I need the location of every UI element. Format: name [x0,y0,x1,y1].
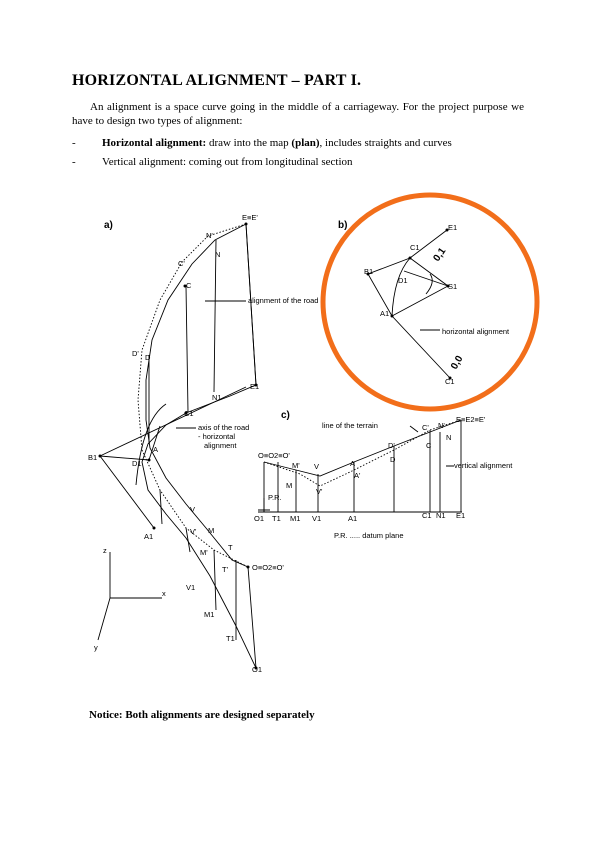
label-c-datum-plane: P.R. ..... datum plane [334,531,404,540]
term-horizontal: Horizontal alignment: [102,137,207,149]
panel-b-tag: b) [338,220,347,231]
label-T1: T1 [226,634,235,643]
label-axis-3: alignment [204,441,237,450]
panel-a-tag: a) [104,220,113,231]
label-A: A [153,445,158,454]
label-c-A: A [350,459,355,468]
label-c-N-prime: N' [438,421,445,430]
page-title: HORIZONTAL ALIGNMENT – PART I. [72,72,362,89]
alignment-figure: a) E≡E' N' N C' C alignment of the road … [88,192,540,674]
label-b-horizontal-alignment: horizontal alignment [442,327,510,336]
label-c-D-prime: D' [388,441,395,450]
label-V-prime: V' [190,527,197,536]
label-c-N1: N1 [436,511,446,520]
label-c-N: N [446,433,451,442]
label-C: C [186,281,192,290]
label-T: T [228,543,233,552]
label-c-C1: C1 [422,511,432,520]
panel-b-diagram: b) E1 C1 0,1 B1 D1 S1 A1 horizontal alig… [320,192,540,412]
label-c-M1: M1 [290,514,300,523]
label-b-S1: S1 [448,282,457,291]
notice-text: Notice: Both alignments are designed sep… [89,709,315,721]
term-plan: (plan) [291,137,320,149]
label-c-M: M [286,481,292,490]
label-T-prime: T' [222,565,229,574]
label-c-vertical-alignment: vertical alignment [454,461,513,470]
label-N-prime: N' [206,231,213,240]
label-b-B1: B1 [364,267,373,276]
label-D: D [145,353,151,362]
label-c-PR: P.R. [268,493,282,502]
list-item-mid: draw into the map [206,137,292,149]
label-c-C: C [426,441,432,450]
label-M: M [208,526,214,535]
label-A1: A1 [144,532,153,541]
label-D1: D1 [132,459,142,468]
label-C1: C1 [184,409,194,418]
label-V: V [190,505,195,514]
panel-c-tag: c) [281,410,290,421]
alignment-types-list: - Horizontal alignment: draw into the ma… [72,134,532,172]
highlight-ring [320,192,540,412]
label-b-r00: 0,0 [449,354,466,372]
panel-c-diagram: c) line of the terrain E≡E2≡E' C' N' N C… [254,410,513,540]
label-axis-1: axis of the road [198,423,249,432]
label-N1: N1 [212,393,222,402]
label-N: N [215,250,220,259]
label-c-E: E≡E2≡E' [456,415,486,424]
label-C-prime: C' [178,259,185,268]
label-c-O: O≡O2≡O' [258,451,290,460]
list-dash: - [72,137,76,149]
label-c-V-prime: V' [316,487,323,496]
label-axis-y: y [94,643,98,652]
label-E: E≡E' [242,213,258,222]
label-B1: B1 [88,453,97,462]
label-axis-z: z [103,546,107,555]
label-c-T1: T1 [272,514,281,523]
label-c-terrain: line of the terrain [322,421,378,430]
list-item-rest: , includes straights and curves [319,137,452,149]
label-D-prime: D' [132,349,139,358]
label-c-A1: A1 [348,514,357,523]
list-item-text: Horizontal alignment: draw into the map … [102,134,452,153]
list-item-text: Vertical alignment: coming out from long… [102,156,353,168]
label-b-E1: E1 [448,223,457,232]
label-b-C1-lower: C1 [445,377,455,386]
label-c-A-prime: A' [354,471,361,480]
label-axis-x: x [162,589,166,598]
list-dash: - [72,156,76,168]
label-c-O1: O1 [254,514,264,523]
label-c-C-prime: C' [422,423,429,432]
intro-paragraph: An alignment is a space curve going in t… [72,101,524,127]
label-b-r01: 0,1 [431,246,448,264]
label-V1: V1 [186,583,195,592]
list-item: - Vertical alignment: coming out from lo… [72,153,532,172]
label-axis-2: - horizontal [198,432,235,441]
label-M-prime: M' [200,548,208,557]
label-c-E1: E1 [456,511,465,520]
label-c-M-prime: M' [292,461,300,470]
label-b-D1: D1 [398,276,408,285]
label-b-C1: C1 [410,243,420,252]
label-b-A1: A1 [380,309,389,318]
list-item: - Horizontal alignment: draw into the ma… [72,134,532,153]
label-O: O≡O2≡O' [252,563,284,572]
label-alignment-road: alignment of the road [248,296,318,305]
label-M1: M1 [204,610,214,619]
label-O1: O1 [252,665,262,674]
label-c-D: D [390,455,396,464]
label-E1: E1 [250,382,259,391]
label-c-V1: V1 [312,514,321,523]
panel-a-diagram: a) E≡E' N' N C' C alignment of the road … [88,213,318,674]
label-c-V: V [314,462,319,471]
